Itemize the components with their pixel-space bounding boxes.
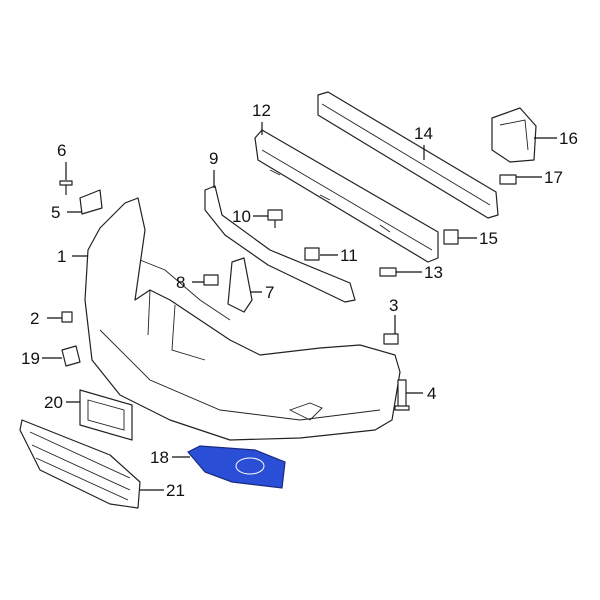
part-17-screw bbox=[499, 174, 517, 185]
callout-15: 15 bbox=[479, 229, 498, 248]
part-7-bracket[interactable] bbox=[227, 257, 253, 313]
part-5-clip bbox=[79, 189, 103, 215]
part-4-bolt bbox=[394, 379, 410, 411]
part-9-bracket[interactable] bbox=[204, 185, 356, 303]
callout-labels: 1 2 3 4 5 6 7 8 9 10 11 12 13 14 15 16 1… bbox=[21, 101, 578, 500]
part-18-fog-lamp-cover[interactable] bbox=[187, 445, 286, 489]
callout-9: 9 bbox=[209, 149, 218, 168]
callout-14: 14 bbox=[414, 124, 433, 143]
callout-11: 11 bbox=[340, 246, 358, 265]
callout-12: 12 bbox=[252, 101, 271, 120]
part-3-clip bbox=[383, 333, 399, 345]
part-15-nut bbox=[443, 229, 459, 245]
part-13-screw bbox=[379, 267, 397, 277]
callout-4: 4 bbox=[427, 384, 436, 403]
callout-5: 5 bbox=[51, 203, 60, 222]
callout-10: 10 bbox=[232, 207, 251, 226]
part-21-grille[interactable] bbox=[19, 419, 141, 509]
part-6-screw bbox=[59, 180, 73, 195]
callout-13: 13 bbox=[424, 263, 443, 282]
callout-16: 16 bbox=[559, 129, 578, 148]
leader-lines bbox=[42, 122, 557, 491]
callout-6: 6 bbox=[57, 141, 66, 160]
callout-1: 1 bbox=[57, 247, 66, 266]
callout-17: 17 bbox=[544, 168, 563, 187]
callout-2: 2 bbox=[30, 309, 39, 328]
callout-7: 7 bbox=[265, 283, 274, 302]
part-20-plate[interactable] bbox=[79, 389, 133, 441]
part-16-bracket[interactable] bbox=[491, 107, 537, 163]
part-11-nut bbox=[304, 247, 320, 261]
callout-20: 20 bbox=[44, 393, 63, 412]
part-2-clip bbox=[61, 311, 73, 323]
part-10-bolt bbox=[267, 209, 283, 228]
part-19-cap bbox=[61, 345, 81, 367]
fasteners bbox=[59, 174, 517, 411]
callout-21: 21 bbox=[166, 481, 185, 500]
callout-3: 3 bbox=[389, 296, 398, 315]
callout-8: 8 bbox=[176, 273, 185, 292]
part-14-reinforcement[interactable] bbox=[317, 91, 499, 219]
callout-18: 18 bbox=[150, 448, 169, 467]
part-1-bumper-cover[interactable] bbox=[84, 197, 401, 441]
callout-19: 19 bbox=[21, 349, 40, 368]
part-8-bolt bbox=[203, 274, 219, 286]
